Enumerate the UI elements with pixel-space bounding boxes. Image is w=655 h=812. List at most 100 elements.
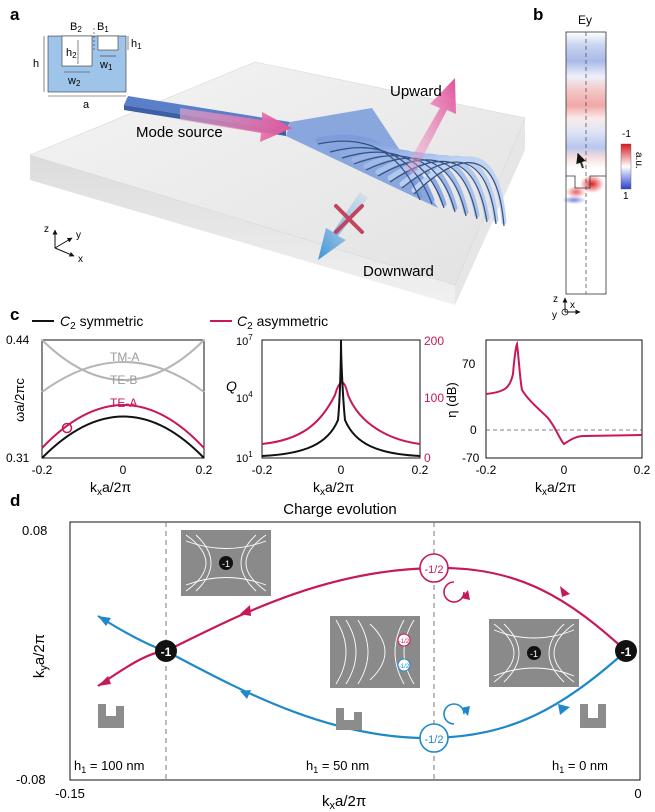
svg-text:-1/2: -1/2 <box>425 564 444 576</box>
svg-text:-1: -1 <box>621 645 632 659</box>
field-label-ey: Ey <box>578 13 592 27</box>
band-ylabel: ωa/2πc <box>12 378 27 422</box>
slab <box>29 61 526 305</box>
band-y-top: 0.44 <box>6 333 30 347</box>
svg-text:0.2: 0.2 <box>634 463 651 477</box>
eta-plot <box>485 339 643 459</box>
svg-text:-1/2: -1/2 <box>425 734 444 746</box>
q-ylabel: Q <box>226 378 237 394</box>
svg-text:-1: -1 <box>530 649 538 659</box>
panel-letter-b: b <box>533 5 543 24</box>
d-x-right: 0 <box>634 786 641 801</box>
axes-triad-b <box>561 297 581 316</box>
colorbar <box>620 143 632 190</box>
charge-evolution-title: Charge evolution <box>283 501 396 518</box>
svg-text:-1/2: -1/2 <box>399 664 410 670</box>
svg-text:0: 0 <box>338 463 345 477</box>
eta-x-ticks: -0.2 0 0.2 <box>476 463 651 477</box>
arrowhead-blue-end <box>98 616 111 626</box>
svg-text:0: 0 <box>561 463 568 477</box>
panel-letter-c: c <box>10 305 19 324</box>
eta-tick-zero: 0 <box>470 423 477 437</box>
eta-ylabel: η (dB) <box>444 382 459 417</box>
q-xlabel: kxa/2π <box>313 479 354 498</box>
svg-text:-0.2: -0.2 <box>476 463 497 477</box>
unit-cell-inset <box>43 28 129 97</box>
inset-h1: h1 <box>131 38 142 51</box>
band-tm-a <box>41 339 205 381</box>
axis-y-b: y <box>552 310 557 321</box>
d-x-left: -0.15 <box>55 786 85 801</box>
arrowhead-blue-mid2 <box>558 704 570 715</box>
polarization-inset-left: -1 <box>181 530 271 596</box>
band-xlabel: kxa/2π <box>90 479 131 498</box>
eta-xlabel: kxa/2π <box>535 479 576 498</box>
inset-h2: h2 <box>66 47 77 60</box>
propagation-arrow <box>180 108 292 142</box>
cross-section-icon-100nm <box>98 704 124 728</box>
upward-label: Upward <box>390 83 442 100</box>
d-y-top: 0.08 <box>22 523 47 538</box>
q-right-tick-mid: 100 <box>424 391 444 405</box>
band-x-ticks: -0.2 0 0.2 <box>32 463 213 477</box>
trajectory-red <box>97 566 627 687</box>
axis-x-b: x <box>570 300 575 311</box>
svg-text:0: 0 <box>120 463 127 477</box>
arrowhead-red-mid1 <box>240 605 251 616</box>
q-left-tick-bottom: 101 <box>236 450 253 465</box>
svg-text:-0.2: -0.2 <box>252 463 273 477</box>
charge-marker-half-top: -1/2 <box>419 553 449 583</box>
h1-label-0nm: h1 = 0 nm <box>552 758 608 775</box>
q-left-tick-mid: 104 <box>236 390 253 405</box>
d-ylabel: kya/2π <box>31 634 50 678</box>
axis-x-a: x <box>78 254 83 265</box>
trajectory-blue <box>97 615 627 740</box>
q-right-tick-bottom: 0 <box>424 451 431 465</box>
band-diagram <box>41 339 205 459</box>
inset-b1: B1 <box>97 21 109 34</box>
charge-evolution-plot <box>69 521 641 781</box>
band-te-a-asymmetric <box>41 404 205 449</box>
downward-arrow <box>318 192 368 260</box>
upward-arrow <box>404 78 456 174</box>
h1-label-100nm: h1 = 100 nm <box>74 758 144 775</box>
cross-section-icon-0nm <box>580 704 606 728</box>
polarization-inset-middle: -1/2 -1/2 <box>330 616 420 688</box>
charge-marker-left: -1 <box>155 640 177 662</box>
d-y-bottom: -0.08 <box>16 772 46 787</box>
label-tm-a: TM-A <box>110 350 139 364</box>
arrowhead-blue-mid1 <box>240 690 251 699</box>
q-curve-asymmetric <box>261 381 421 445</box>
panel-letter-a: a <box>10 5 20 24</box>
band-y-bottom: 0.31 <box>6 451 30 465</box>
svg-text:0.2: 0.2 <box>196 463 213 477</box>
svg-text:-1: -1 <box>161 645 172 659</box>
charge-marker-half-bottom: -1/2 <box>419 723 449 753</box>
arrowhead-red-mid2 <box>560 586 570 597</box>
charge-marker-right: -1 <box>615 640 637 662</box>
d-xlabel: kxa/2π <box>322 793 366 812</box>
axis-y-a: y <box>76 230 81 241</box>
q-right-tick-top: 200 <box>424 334 444 348</box>
legend-asymmetric: C2 asymmetric <box>237 313 328 332</box>
band-te-b <box>41 361 205 393</box>
inset-a: a <box>83 99 90 111</box>
svg-text:-1: -1 <box>222 559 230 569</box>
q-plot <box>261 339 421 459</box>
label-te-a: TE-A <box>110 396 137 410</box>
axes-triad-a <box>52 229 75 257</box>
cross-section-icon-50nm <box>336 708 362 730</box>
legend-symmetric: C2 symmetric <box>60 313 143 332</box>
inset-w2: w2 <box>67 75 81 88</box>
eta-tick-top: 70 <box>462 357 476 371</box>
q-left-tick-top: 107 <box>236 333 253 348</box>
svg-text:-1/2: -1/2 <box>399 639 410 645</box>
polarization-inset-right: -1 <box>489 619 579 687</box>
panel-letter-d: d <box>10 491 20 510</box>
inset-w1: w1 <box>99 59 113 72</box>
q-x-ticks: -0.2 0 0.2 <box>252 463 429 477</box>
inset-b2: B2 <box>70 21 82 34</box>
axis-z-a: z <box>44 224 49 235</box>
eta-curve <box>485 340 643 446</box>
mode-source-label: Mode source <box>136 124 223 141</box>
